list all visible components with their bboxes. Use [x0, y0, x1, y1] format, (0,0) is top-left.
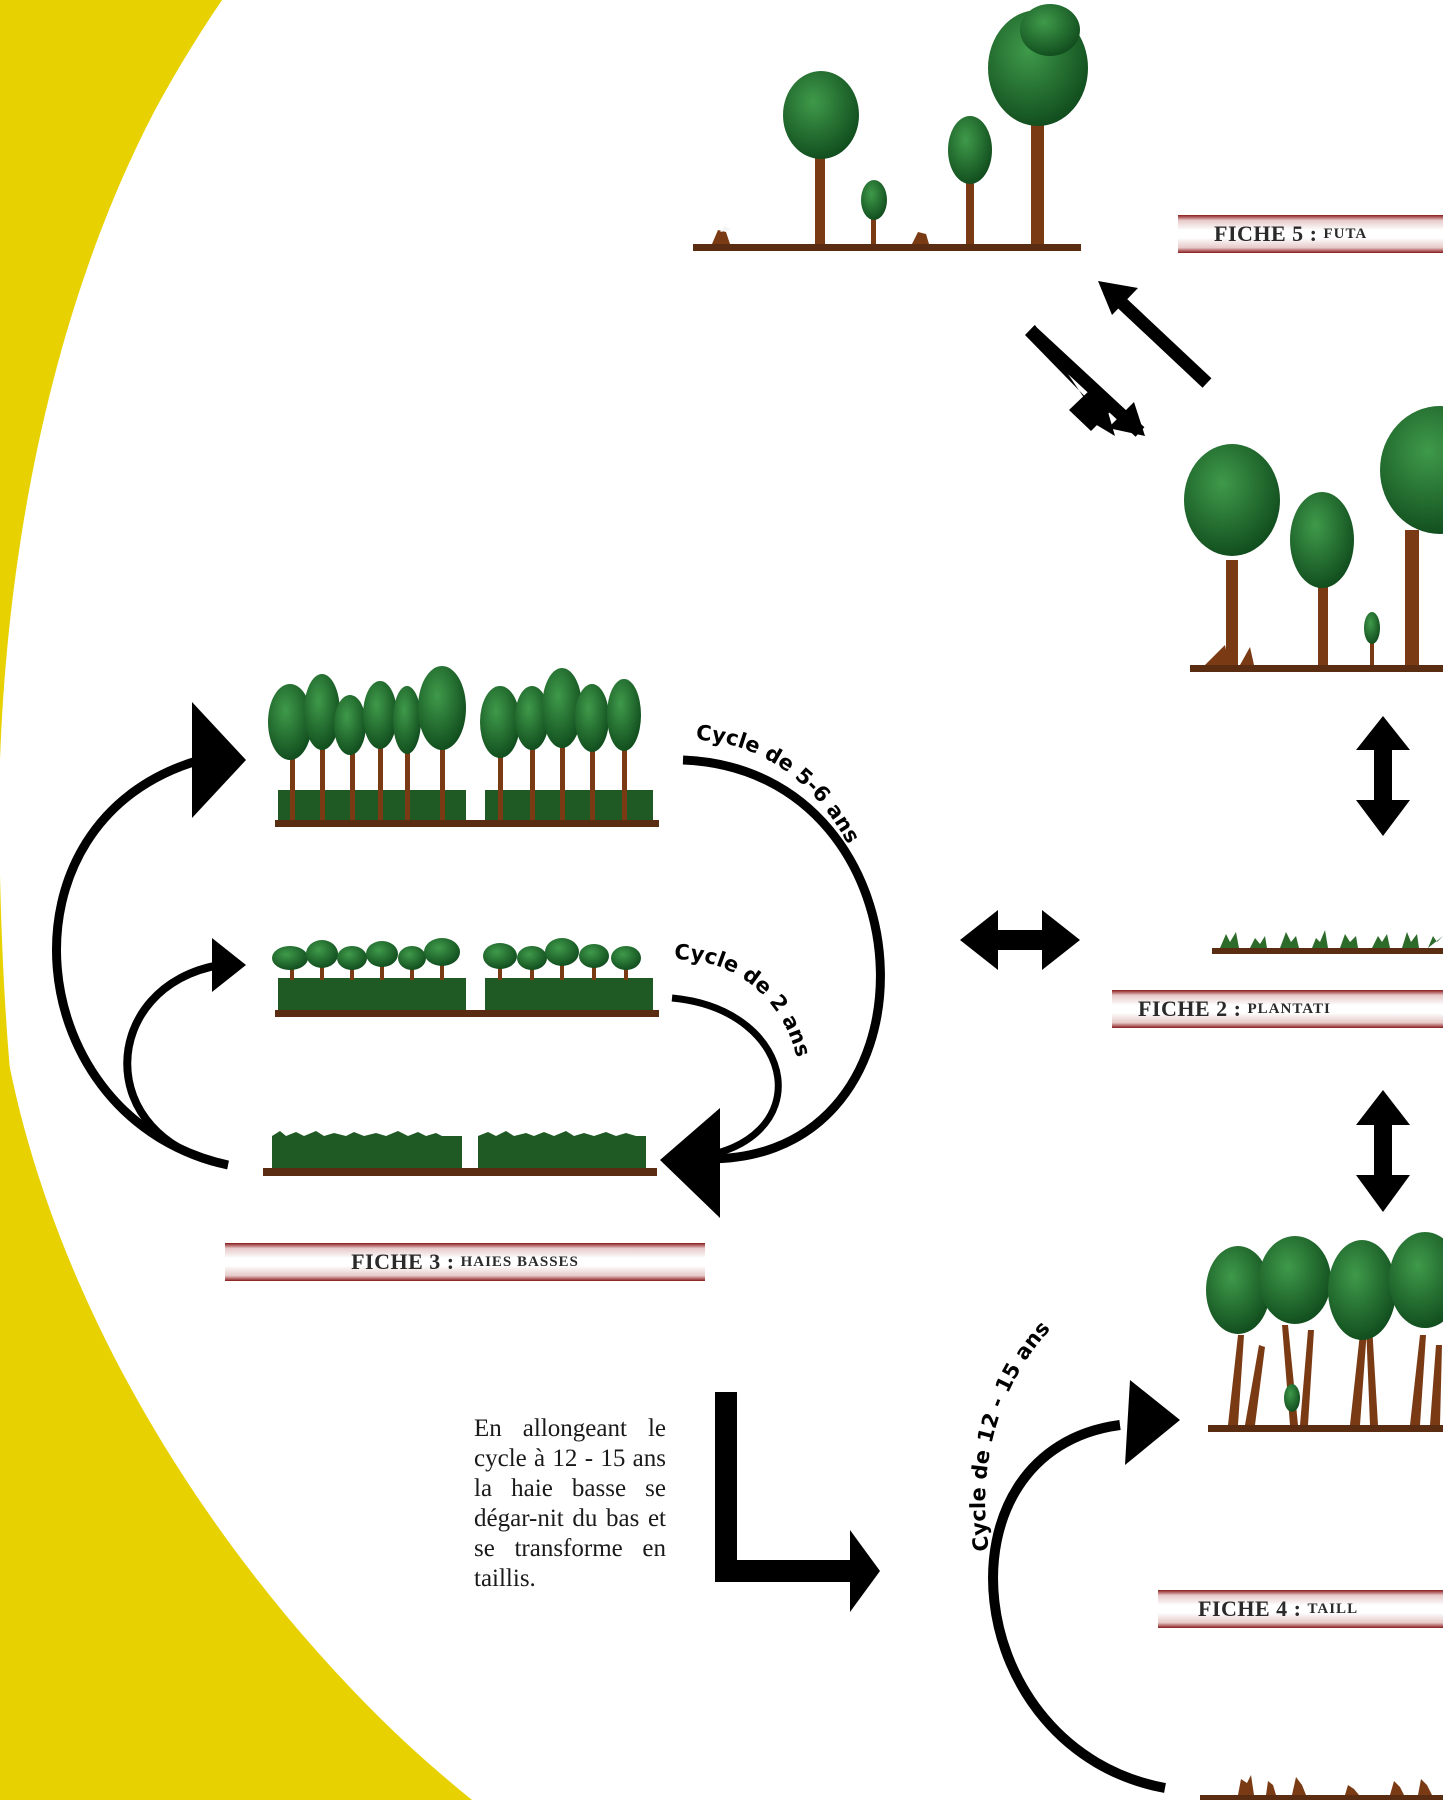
- fiche-5-label: FICHE 5 :: [1214, 221, 1318, 246]
- fiche-2-name: PLANTATI: [1247, 1000, 1331, 1017]
- cycle-arrows: [52, 755, 885, 1170]
- fiche-5-banner: FICHE 5 : FUTA: [1178, 215, 1443, 253]
- cycle-arrowheads: [192, 702, 720, 1218]
- cycle-12-15-label: Cycle de 12 - 15 ans: [966, 1316, 1055, 1553]
- vertical-arrow-top: [1356, 716, 1410, 836]
- fiche-2-banner: FICHE 2 : PLANTATI: [1112, 990, 1443, 1028]
- cycle-12-15-arrow: [988, 1380, 1180, 1793]
- right-forest-scene: [1184, 406, 1443, 672]
- vertical-arrow-bottom: [1356, 1090, 1410, 1212]
- fiche-4-banner: FICHE 4 : TAILL: [1158, 1590, 1443, 1628]
- yellow-background-curve: [0, 0, 472, 1800]
- taillis-scene: [1206, 1232, 1443, 1432]
- futaie-scene: [693, 4, 1088, 251]
- fiche-3-name: HAIES BASSES: [460, 1253, 579, 1270]
- fiche-2-label: FICHE 2 :: [1138, 996, 1242, 1021]
- futaie-arrows: [1025, 281, 1212, 437]
- haie-low-row: [263, 1131, 657, 1176]
- plantation-scene: [1212, 930, 1443, 954]
- haie-tall-row: [268, 666, 659, 827]
- fiche-5-name: FUTA: [1323, 225, 1368, 242]
- fiche-4-name: TAILL: [1307, 1600, 1359, 1617]
- fiche-3-label: FICHE 3 :: [351, 1249, 455, 1274]
- l-shaped-arrow: [715, 1392, 880, 1612]
- haie-medium-row: [272, 938, 659, 1017]
- stumps-scene: [1200, 1775, 1443, 1800]
- fiche-4-label: FICHE 4 :: [1198, 1596, 1302, 1621]
- cycle-extension-note: En allongeant le cycle à 12 - 15 ans la …: [474, 1415, 666, 1592]
- horizontal-double-arrow: [960, 910, 1080, 970]
- fiche-3-banner: FICHE 3 : HAIES BASSES: [225, 1243, 705, 1281]
